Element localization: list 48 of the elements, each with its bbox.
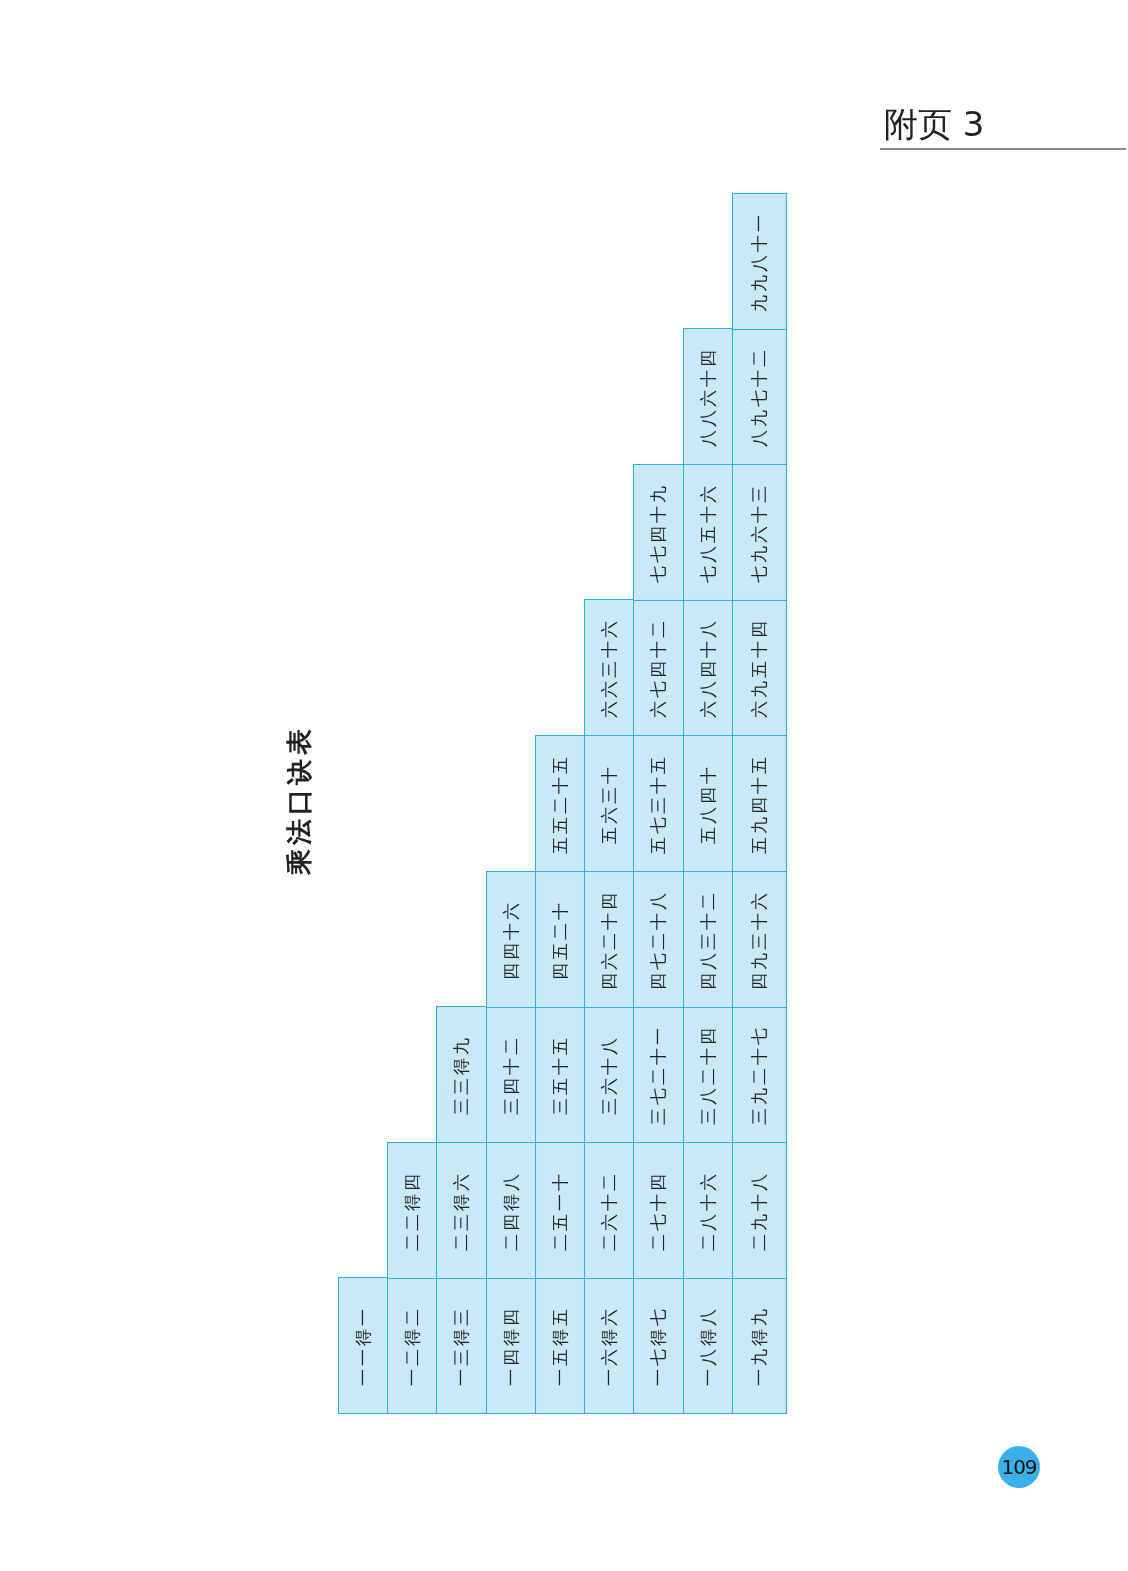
table-cell-text: 一九得九 [748, 1305, 770, 1386]
table-cell-text: 四八三十二 [696, 889, 719, 990]
table-cell-text: 七七四十九 [647, 482, 669, 583]
table-cell-text: 三八二十四 [696, 1024, 719, 1125]
table-cell-text: 一六得六 [597, 1305, 620, 1386]
table-cell-text: 三五十五 [548, 1034, 571, 1115]
table-cell-text: 九九八十一 [748, 211, 770, 312]
table-cell-text: 四六二十四 [597, 889, 620, 990]
table-cell-text: 二四得八 [499, 1170, 522, 1251]
table-cell-text: 三四十二 [499, 1034, 522, 1115]
table-cell-text: 一八得八 [696, 1305, 719, 1386]
table-cell-text: 五九四十五 [748, 753, 770, 854]
table-cell-text: 五六三十 [597, 763, 620, 844]
table-cell-text: 三七二十一 [647, 1024, 669, 1125]
table-cell-text: 三九二十七 [748, 1024, 770, 1125]
table-title: 乘法口诀表 [283, 725, 315, 875]
table-cell-text: 二三得六 [450, 1170, 472, 1251]
table-cell-text: 七九六十三 [748, 482, 770, 583]
table-cell-text: 六八四十八 [696, 617, 719, 718]
page-number-badge: 109 [998, 1446, 1040, 1488]
table-cell-text: 二九十八 [748, 1170, 770, 1251]
appendix-heading: 附页 3 [884, 103, 985, 146]
table-cell-text: 二二得四 [400, 1170, 423, 1251]
table-cell-text: 一四得四 [499, 1305, 522, 1386]
table-cell-text: 二八十六 [696, 1170, 719, 1251]
table-cell-text: 二五一十 [548, 1170, 571, 1251]
table-cell-text: 一二得二 [400, 1305, 423, 1386]
table-cell-text: 三六十八 [597, 1034, 620, 1115]
table-cell-text: 三三得九 [450, 1034, 472, 1115]
table-cell-text: 四七二十八 [647, 889, 669, 990]
table-cell-text: 八九七十二 [748, 346, 770, 447]
table-cell-text: 五五二十五 [548, 753, 571, 854]
table-cell-text: 五八四十 [696, 763, 719, 844]
table-cell-text: 五七三十五 [647, 753, 669, 854]
table-cell-text: 一五得五 [548, 1305, 571, 1386]
table-cell-text: 六七四十二 [647, 617, 669, 718]
table-cell-text: 一三得三 [450, 1305, 472, 1386]
table-cell-text: 八八六十四 [696, 346, 719, 447]
table-cell-text: 六六三十六 [597, 617, 620, 718]
table-cell-text: 四四十六 [499, 899, 522, 980]
table-cell-text: 二六十二 [597, 1170, 620, 1251]
table-cell-text: 一一得一 [351, 1305, 374, 1386]
table-cell-text: 六九五十四 [748, 617, 770, 718]
table-cell-text: 四五二十 [548, 899, 571, 980]
table-cell-text: 七八五十六 [696, 482, 719, 583]
table-cell-text: 一七得七 [647, 1305, 669, 1386]
table-cell-text: 四九三十六 [748, 889, 770, 990]
table-cell-text: 二七十四 [647, 1170, 669, 1251]
